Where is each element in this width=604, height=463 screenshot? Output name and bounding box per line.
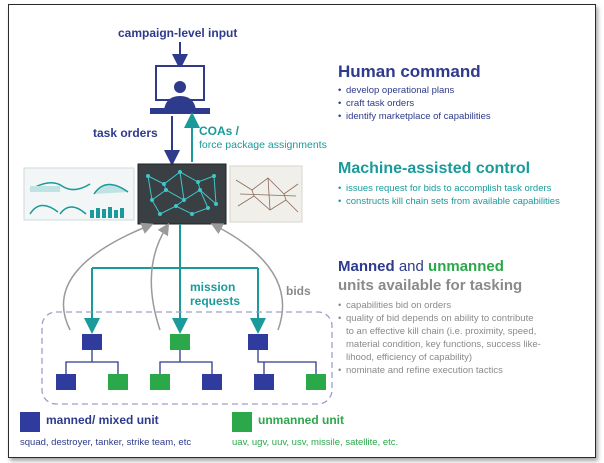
units-title-unmanned: unmanned <box>428 258 504 275</box>
units-item-2: quality of bid depends on ability to con… <box>338 312 541 325</box>
leaf-unmanned-3 <box>306 374 326 390</box>
diagram-frame <box>8 4 596 458</box>
unmanned-lead-center <box>170 334 190 350</box>
human-item-3: identify marketplace of capabilities <box>338 110 491 123</box>
human-item-2: craft task orders <box>338 97 491 110</box>
units-item-2-cont-a: to an effective kill chain (i.e. proximi… <box>346 326 537 337</box>
leaf-manned-3 <box>254 374 274 390</box>
human-item-1: develop operational plans <box>338 84 491 97</box>
legend-unmanned-examples: uav, ugv, uuv, usv, missile, satellite, … <box>232 437 399 448</box>
units-item-1: capabilities bid on orders <box>338 299 541 312</box>
bid-arrow-center <box>150 222 170 331</box>
units-item-2-cont-c: lihood, efficiency of capability) <box>346 352 473 363</box>
mission-label-line1: mission <box>190 280 236 294</box>
commander-icon <box>150 65 210 114</box>
leaf-manned-1 <box>56 374 76 390</box>
machine-item-2: constructs kill chain sets from availabl… <box>338 195 560 208</box>
legend-unmanned-label: unmanned unit <box>258 413 344 427</box>
bid-arrow-right <box>210 223 284 331</box>
machine-item-1: issues request for bids to accomplish ta… <box>338 182 560 195</box>
human-command-list: develop operational plans craft task ord… <box>338 84 491 123</box>
units-list: capabilities bid on orders quality of bi… <box>338 299 541 377</box>
units-title-line2: units available for tasking <box>338 277 523 294</box>
legend-unmanned-swatch <box>232 412 252 432</box>
units-item-3: nominate and refine execution tactics <box>338 364 541 377</box>
bids-label: bids <box>286 284 311 298</box>
units-title-manned: Manned <box>338 258 395 275</box>
coas-label: COAs / <box>199 124 240 138</box>
human-command-title: Human command <box>338 62 481 81</box>
leaf-manned-2 <box>202 374 222 390</box>
dashboard-thumbnail <box>23 167 135 221</box>
leaf-unmanned-1 <box>108 374 128 390</box>
campaign-input-label: campaign-level input <box>118 26 238 40</box>
machine-control-title: Machine-assisted control <box>338 160 531 177</box>
units-title-line1: Manned and unmanned <box>338 258 504 275</box>
machine-control-list: issues request for bids to accomplish ta… <box>338 182 560 208</box>
unit-tree-connectors <box>65 350 317 374</box>
manned-lead-left <box>82 334 102 350</box>
force-package-label: force package assignments <box>199 139 327 151</box>
units-title-and: and <box>398 258 424 275</box>
task-orders-label: task orders <box>93 126 158 140</box>
units-item-2-cont-b: material condition, key functions, succe… <box>346 339 541 350</box>
legend-manned-swatch <box>20 412 40 432</box>
mission-label-line2: requests <box>190 294 241 308</box>
mission-requests-label: mission requests <box>190 280 240 308</box>
legend-manned-examples: squad, destroyer, tanker, strike team, e… <box>20 437 192 448</box>
manned-lead-right <box>248 334 268 350</box>
legend-manned-label: manned/ mixed unit <box>46 413 159 427</box>
leaf-unmanned-2 <box>150 374 170 390</box>
network-graph-box <box>137 163 227 225</box>
units-dashed-container <box>41 311 333 405</box>
sketch-thumbnail <box>229 165 303 223</box>
bid-arrow-left <box>62 222 154 331</box>
